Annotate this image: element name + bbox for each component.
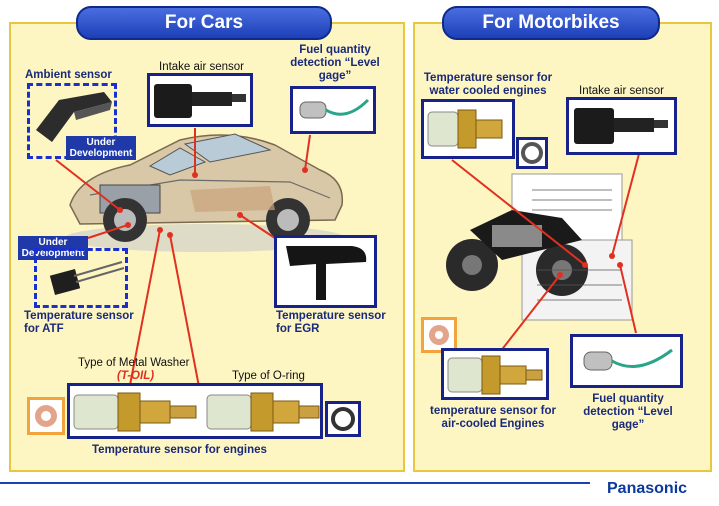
intake-air-sensor-image <box>154 84 246 118</box>
bike-intake-air-sensor-image <box>574 108 668 144</box>
cars-title: For Cars <box>76 6 332 40</box>
ambient-sensor-image <box>36 92 112 142</box>
temp-air-label: temperature sensor for air-cooled Engine… <box>430 405 556 430</box>
egr-sensor-image <box>286 246 367 300</box>
air-cooled-sensor-image <box>447 355 543 395</box>
panasonic-logo: Panasonic <box>607 480 688 497</box>
o-ring-image <box>331 407 355 431</box>
level-gage-image <box>299 98 370 119</box>
ambient-sensor-label: Ambient sensor <box>25 69 112 81</box>
t-oil-label: (T-OIL) <box>117 370 155 382</box>
atf-sensor-image <box>49 261 125 296</box>
temp-water-label: Temperature sensor for water cooled engi… <box>423 72 553 97</box>
footer-rule <box>0 482 590 484</box>
metal-washer-image <box>35 405 57 427</box>
water-cooled-sensor-image <box>427 109 503 149</box>
metal-washer-label: Type of Metal Washer <box>78 357 190 369</box>
engine-sensor-oring-image <box>206 392 320 432</box>
air-cooled-washer-box <box>421 317 457 353</box>
atf-sensor-box <box>34 248 128 308</box>
o-ring-image <box>521 142 543 164</box>
o-ring-label: Type of O-ring <box>232 370 305 382</box>
intake-air-sensor-label: Intake air sensor <box>579 85 665 97</box>
metal-washer-image <box>429 325 449 345</box>
car-illustration <box>65 133 345 252</box>
temp-sensor-egr-label: Temperature sensor for EGR <box>276 310 386 335</box>
intake-air-sensor-label: Intake air sensor <box>159 61 245 73</box>
fuel-quantity-label: Fuel quantity detection “Level gage” <box>290 44 380 82</box>
bike-fuel-quantity-label: Fuel quantity detection “Level gage” <box>583 393 673 431</box>
engine-sensor-washer-image <box>73 392 197 432</box>
motorbikes-title: For Motorbikes <box>442 6 660 40</box>
under-development-tag: Under Development <box>66 136 136 160</box>
bike-level-gage-image <box>583 348 673 371</box>
engines-label: Temperature sensor for engines <box>92 444 267 456</box>
temp-sensor-atf-label: Temperature sensor for ATF <box>24 310 134 335</box>
